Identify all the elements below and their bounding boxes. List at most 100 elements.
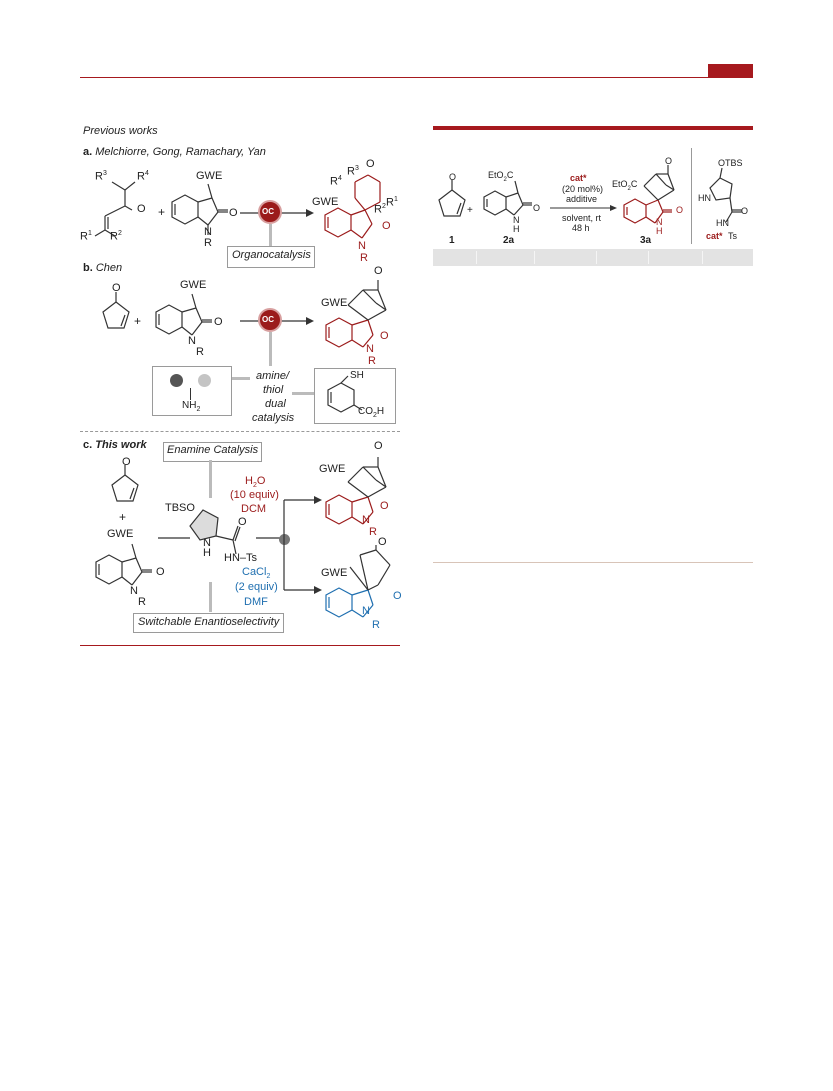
organocatalysis-box [227,246,315,268]
previous-works-label: Previous works [83,125,158,137]
oxindole-a-gwe: GWE [196,170,223,182]
section-c-label: This work [95,439,147,451]
section-b-heading: b. Chen [83,262,122,274]
product-c-red-n: N [362,514,370,526]
product-c-red-gwe: GWE [319,463,346,475]
amine-bond [190,388,191,400]
product-b-o: O [380,330,389,342]
condition-water-equiv: (10 equiv) [230,489,279,501]
connector-b-right [292,392,314,395]
cyclopentenone-c [111,465,139,502]
product-b-n: N [366,343,374,355]
product-b-structure [325,280,387,348]
product-a-r2: R2 [374,203,386,216]
table-plus: + [467,205,473,216]
compound-1-o: O [449,172,457,182]
product-b-o-top: O [374,265,383,277]
oxindole-b-o: O [214,316,223,328]
oxindole-b-gwe: GWE [180,279,207,291]
catalyst-amide-o: O [238,516,247,528]
oxindole-b-structure [155,293,212,336]
oxindole-c-gwe: GWE [107,528,134,540]
compound-3a-h: H [656,226,663,236]
enamine-catalysis-label: Enamine Catalysis [167,444,259,456]
cat-star-structure [709,167,742,223]
product-c-blue-o: O [393,590,402,602]
condition-dmf: DMF [244,596,268,608]
compound-2a-label: 2a [503,235,515,246]
compound-3a-n: N [656,217,663,227]
section-c-tag: c. [83,439,93,451]
product-a-o: O [382,220,391,232]
section-b-tag: b. [83,262,93,274]
enone-r3: R3 [95,170,107,183]
catalyst-hnts: HN–Ts [224,552,258,564]
product-a-n: N [358,240,366,252]
cat-star-label: cat* [706,231,723,241]
section-a-heading: a. Melchiorre, Gong, Ramachary, Yan [83,146,266,158]
condition-cacl2: CaCl2 [242,566,271,581]
product-a-r3: R3 [347,165,359,178]
section-b-author: Chen [95,262,123,274]
cond-solvent: solvent, rt [562,213,602,223]
oxindole-c-structure [95,543,152,586]
product-c-blue-gwe: GWE [321,567,348,579]
enone-o: O [137,203,146,215]
enamine-catalysis-box [163,442,262,462]
amine-dark-circle [170,374,183,387]
product-c-red-r: R [369,526,377,538]
enone-r2: R2 [110,230,122,243]
header-rule [80,77,753,78]
compound-3a-structure [623,165,675,224]
compound-3a-label: 3a [640,235,652,246]
cat-star-ts: Ts [728,231,737,241]
oc-badge-a-label: OC [262,207,274,216]
switchable-label: Switchable Enantioselectivity [138,616,280,628]
amine-nh2: NH2 [182,400,201,413]
table-col-divider-1 [476,251,477,264]
cat-star-o: O [741,206,749,216]
enone-r4: R4 [137,170,149,183]
table-col-divider-5 [702,251,703,264]
compound-3a-o-top: O [665,156,673,166]
compound-2a-structure [483,180,532,216]
plus-a: + [158,205,166,219]
switchable-box [133,613,284,633]
thiol-sh: SH [350,370,364,381]
table-col-divider-3 [596,251,597,264]
section-divider-dashed [80,431,400,432]
dual-dual-label: dual [265,398,286,410]
section-a-tag: a. [83,146,93,158]
cond-cat: cat* [570,173,587,183]
oxindole-c-n: N [130,585,138,597]
amine-light-circle [198,374,211,387]
connector-c-top [209,460,212,498]
product-c-red-structure [325,457,387,525]
connector-b-vert [269,332,272,366]
cyclopentenone-b-o: O [112,282,121,294]
cyclopentenone-c-o: O [122,456,131,468]
connector-b-left [230,377,250,380]
oxindole-a-r: R [204,237,212,249]
enone-r1: R1 [80,230,92,243]
oxindole-a-o: O [229,207,238,219]
compound-2a-eto2c: EtO2C [488,170,514,183]
compound-2a-o: O [533,203,541,213]
product-c-blue-structure [325,545,391,618]
section-a-authors: Melchiorre, Gong, Ramachary, Yan [95,146,266,158]
product-a-o-top: O [366,158,375,170]
table-col-divider-2 [534,251,535,264]
product-a-r1: R1 [386,196,398,209]
oxindole-c-o: O [156,566,165,578]
dual-thiol-label: thiol [263,384,284,396]
connector-c-bottom [209,582,212,612]
product-a-gwe: GWE [312,196,339,208]
table-header-separator [691,148,692,244]
product-c-red-o: O [380,500,389,512]
cat-star-hn2: HN [716,218,729,228]
product-a-r4: R4 [330,175,342,188]
table-header-band [433,249,753,266]
connector-a [269,224,272,246]
oc-badge-b-label: OC [262,315,274,324]
product-c-blue-n: N [362,605,370,617]
